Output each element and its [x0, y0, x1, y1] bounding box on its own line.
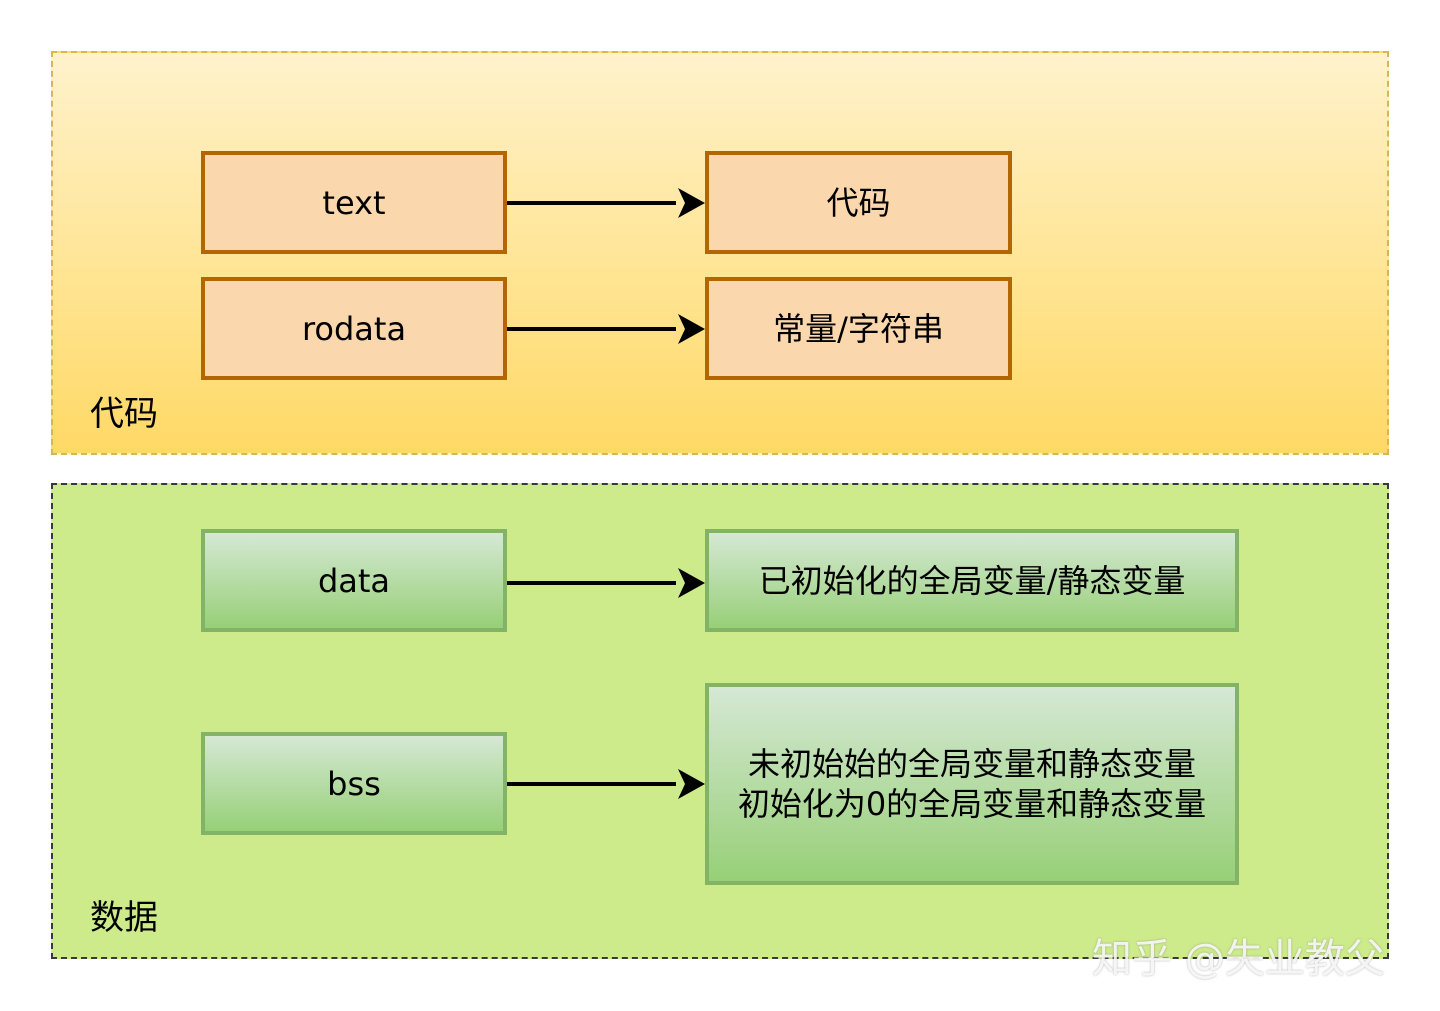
initialized-vars-box: 已初始化的全局变量/静态变量 [705, 529, 1239, 632]
uninitialized-vars-box: 未初始始的全局变量和静态变量 初始化为0的全局变量和静态变量 [705, 683, 1239, 885]
watermark: 知乎 @失业教父 [1092, 936, 1385, 982]
code-description-box: 代码 [705, 151, 1012, 254]
arrow-rodata-to-const [507, 314, 705, 344]
code-section-label: 代码 [90, 394, 158, 434]
rodata-segment-box: rodata [201, 277, 507, 380]
arrow-text-to-code [507, 188, 705, 218]
arrow-bss-to-uninitialized [507, 769, 705, 799]
arrow-data-to-initialized [507, 568, 705, 598]
data-section-label: 数据 [90, 898, 158, 938]
data-segment-box: data [201, 529, 507, 632]
const-string-box: 常量/字符串 [705, 277, 1012, 380]
text-segment-box: text [201, 151, 507, 254]
bss-segment-box: bss [201, 732, 507, 835]
